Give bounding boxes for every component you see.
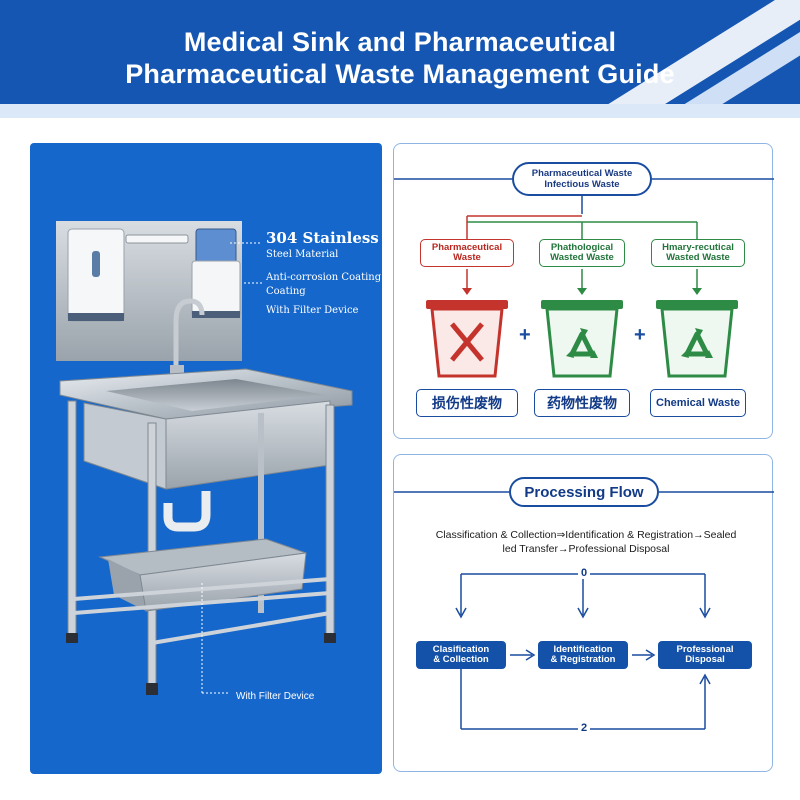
- callout-filter-bottom: With Filter Device: [236, 691, 315, 702]
- waste-connectors: [394, 178, 774, 378]
- header-banner: Medical Sink and Pharmaceutical Pharmace…: [0, 0, 800, 118]
- bin-label-drug: 药物性废物: [534, 389, 630, 417]
- category-chemical: Hmary-recutical Wasted Waste: [651, 239, 745, 267]
- bin-label-injurious: 损伤性废物: [416, 389, 518, 417]
- step-label: Identification: [553, 644, 613, 655]
- callout-material-heading: 304 Stainless: [266, 229, 379, 247]
- header-base-band: [0, 104, 800, 118]
- callout-material-sub: Steel Material: [266, 249, 339, 260]
- sink-illustration: [56, 221, 353, 695]
- step-label: Professional: [676, 644, 734, 655]
- category-label: Wasted Waste: [550, 252, 614, 263]
- step-label: & Collection: [433, 654, 489, 665]
- lower-tray: [139, 552, 307, 612]
- flow-bottom-number: 2: [578, 722, 591, 734]
- category-label: Wasted Waste: [666, 252, 730, 263]
- waste-title-line1: Pharmaceutical Waste: [531, 168, 633, 179]
- category-pharmaceutical: Pharmaceutical Waste: [420, 239, 514, 267]
- flow-step-classification: Clasification & Collection: [416, 641, 506, 669]
- recycle-icon: [656, 300, 738, 378]
- flow-step-identification: Identification & Registration: [538, 641, 628, 669]
- plus-sign: +: [634, 324, 646, 346]
- waste-card-title: Pharmaceutical Waste Infectious Waste: [512, 162, 652, 196]
- flow-card-title: Processing Flow: [509, 477, 659, 507]
- category-label: Pharmaceutical: [431, 242, 503, 253]
- waste-categories-card: Pharmaceutical Waste Infectious Waste Ph…: [393, 143, 774, 439]
- step-label: & Registration: [550, 654, 616, 665]
- callout-coating: Anti-corrosion Coating: [266, 272, 382, 283]
- flow-description: Classification & Collection⇒Identificati…: [406, 528, 766, 556]
- flow-description-line2: led Transfer→Professional Disposal: [502, 543, 670, 555]
- recycle-icon: [541, 300, 623, 378]
- callout-coating-sub: Coating: [266, 286, 306, 297]
- page-title-line1: Medical Sink and Pharmaceutical: [183, 27, 617, 57]
- sink-basin: [106, 379, 326, 411]
- cross-out-icon: [426, 300, 508, 378]
- step-label: Disposal: [685, 654, 725, 665]
- faucet-icon: [173, 298, 205, 373]
- flow-description-line1: Classification & Collection⇒Identificati…: [435, 529, 737, 541]
- drain-pipe: [163, 491, 211, 532]
- processing-flow-card: Processing Flow Classification & Collect…: [393, 454, 774, 772]
- waste-title-line2: Infectious Waste: [544, 179, 620, 190]
- category-label: Phathological: [550, 242, 614, 253]
- step-label: Clasification: [432, 644, 490, 655]
- category-label: Hmary-recutical: [662, 242, 734, 253]
- sink-panel: 304 Stainless Steel Material Anti-corros…: [30, 143, 382, 774]
- flow-top-number: 0: [578, 567, 591, 579]
- plus-sign: +: [519, 324, 531, 346]
- flow-step-disposal: Professional Disposal: [658, 641, 752, 669]
- callout-filter: With Filter Device: [266, 305, 359, 316]
- bin-label-chemical: Chemical Waste: [650, 389, 746, 417]
- page-title: Medical Sink and Pharmaceutical Pharmace…: [0, 26, 800, 90]
- page-title-line2: Pharmaceutical Waste Management Guide: [125, 59, 675, 89]
- soap-dispenser-icon: [67, 228, 125, 322]
- towel-dispenser-icon: [191, 228, 241, 318]
- category-label: Waste: [453, 252, 481, 263]
- category-pathological: Phathological Wasted Waste: [539, 239, 625, 267]
